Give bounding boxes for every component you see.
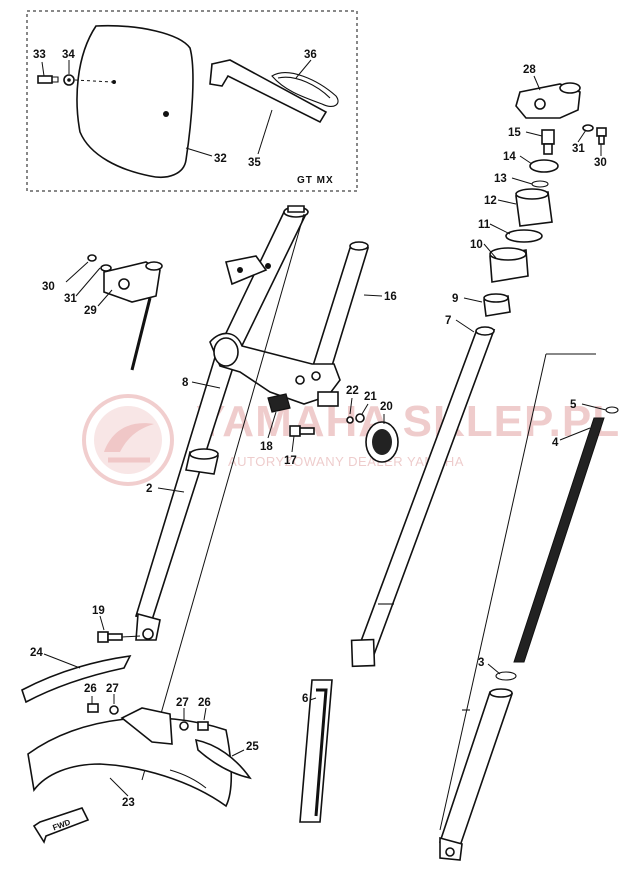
callout-36: 36 [304,49,317,61]
leader-lines [41,59,607,797]
watermark-sub-text: AUTORYZOWANY DEALER YAMAHA [228,454,464,469]
callout-33: 33 [33,49,46,61]
part-right-outer-tube [438,691,514,847]
guide-line-left [141,213,305,781]
plate-mounting-line [74,79,113,83]
callout-2: 2 [146,483,152,495]
callout-14: 14 [503,151,516,163]
part-18-damper [267,393,291,413]
callout-10: 10 [470,239,483,251]
part-22-washer [346,416,354,424]
callout-32: 32 [214,153,227,165]
part-14-cap [529,159,559,173]
gt-mx-inset: GT MX [26,10,358,192]
callout-labels: 33 34 36 32 35 28 15 31 30 14 13 12 11 1… [30,49,607,809]
callout-6: 6 [302,693,308,705]
part-29-cable [130,297,152,371]
callout-26-left: 26 [84,683,97,695]
callout-8: 8 [182,377,189,389]
part-27-washer-left [109,705,119,715]
callout-28: 28 [523,64,536,76]
inset-model-tag: GT MX [297,175,334,186]
callout-30-left: 30 [42,281,55,293]
callout-25: 25 [246,741,259,753]
callout-35: 35 [248,157,261,169]
callout-17: 17 [284,455,297,467]
part-29-holder [103,261,161,303]
callout-20: 20 [380,401,393,413]
fender-group: FWD [21,655,252,844]
callout-9: 9 [452,293,458,305]
part-13-circlip [531,180,549,188]
watermark: YAMAHA SKLEP.PL AUTORYZOWANY DEALER YAMA… [82,394,620,486]
callout-11: 11 [478,219,491,231]
part-30-bolt [596,127,607,145]
callout-27-right: 27 [176,697,189,709]
callout-7: 7 [445,315,451,327]
callout-34: 34 [62,49,75,61]
callout-27-left: 27 [106,683,119,695]
callout-16: 16 [384,291,397,303]
part-17-bolt [289,425,315,437]
callout-30-top: 30 [594,157,607,169]
fwd-arrow-icon: FWD [32,807,90,844]
callout-19: 19 [92,605,105,617]
part-36-band [271,72,339,107]
part-26-bolt-right [197,721,209,731]
left-fork-assembly [87,205,399,643]
callout-12: 12 [484,195,497,207]
callout-3: 3 [478,657,484,669]
callout-26-right: 26 [198,697,211,709]
callout-4: 4 [552,437,559,449]
part-7-inner-tube [352,329,496,661]
part-24-strip [21,655,132,704]
part-20-cap [365,421,399,463]
right-fork-lower [141,213,619,861]
callout-5: 5 [570,399,577,411]
right-fork-top [350,82,607,668]
callout-29: 29 [84,305,97,317]
part-35-bracket [211,59,328,124]
watermark-logo-icon [82,394,174,486]
watermark-brand-text: YAMAHA SKLEP.PL [196,397,620,446]
part-23-front-fender [27,717,233,808]
guide-line-right [439,353,547,831]
steering-under-bracket [209,332,341,405]
part-31-washer [582,124,594,132]
callout-23: 23 [122,797,135,809]
part-15-bolt [541,129,555,155]
callout-13: 13 [494,173,507,185]
callout-31-top: 31 [572,143,585,155]
callout-15: 15 [508,127,521,139]
part-19-bolt [97,631,123,643]
part-21-nut [355,413,365,423]
callout-18: 18 [260,441,273,453]
part-4-spring [513,417,605,663]
part-34-washer [63,74,75,86]
part-25-stripe [194,738,252,780]
callout-24: 24 [30,647,43,659]
part-33-bolt [37,75,59,84]
part-3-washer [495,671,517,681]
part-11-seal [505,229,543,243]
part-32-number-plate [76,24,194,178]
callout-31-left: 31 [64,293,77,305]
callout-21: 21 [364,391,377,403]
callout-22: 22 [346,385,359,397]
part-26-bolt-left [87,703,99,713]
part-27-washer-right [179,721,189,731]
inset-border [26,10,358,192]
